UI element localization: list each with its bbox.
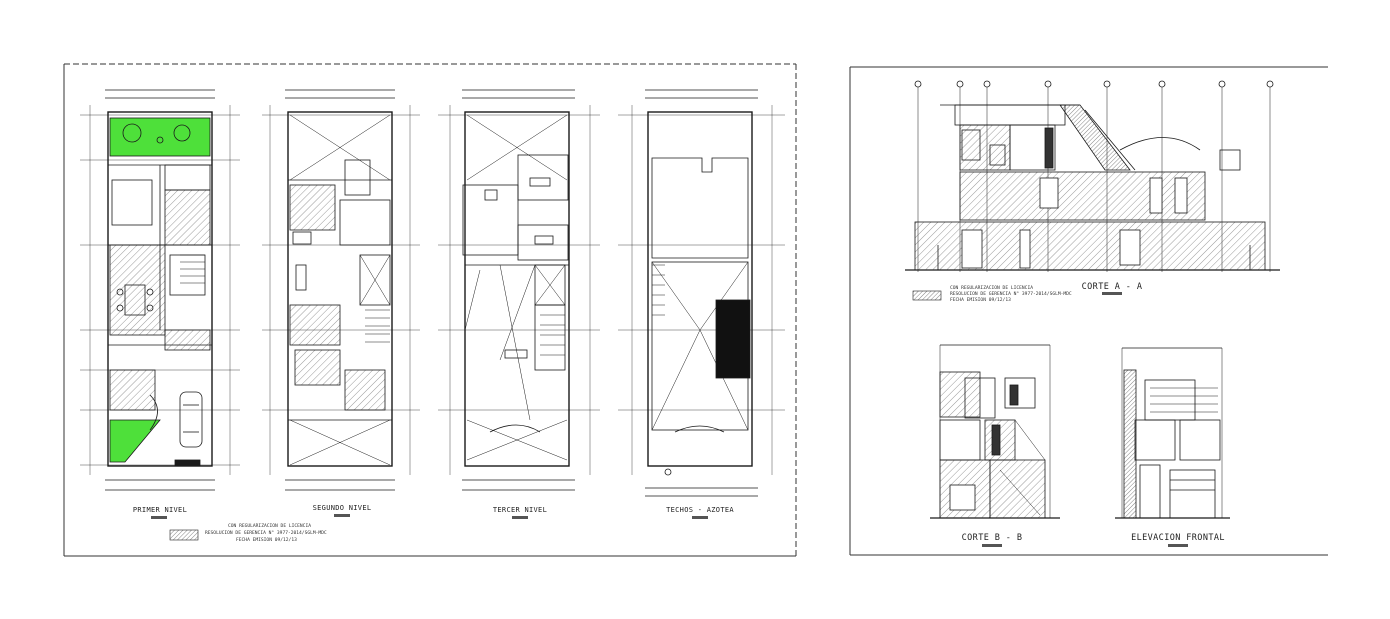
elevation-label: ELEVACION FRONTAL <box>1131 533 1225 547</box>
corte-b-label: CORTE B - B <box>962 533 1023 547</box>
note-line: RESOLUCION DE GERENCIA N° 3977-2014/SGLM… <box>950 291 1072 297</box>
note-line: RESOLUCION DE GERENCIA N° 3977-2014/SGLM… <box>205 530 327 536</box>
plan-techos-azotea <box>618 89 785 497</box>
left-sheet <box>63 63 797 557</box>
section-corte-a-a <box>905 80 1280 272</box>
section-corte-b-b <box>930 344 1060 519</box>
note-line: CON REGULARIZACION DE LICENCIA <box>950 285 1033 291</box>
section-title: ELEVACION FRONTAL <box>1131 533 1225 543</box>
license-note-left: CON REGULARIZACION DE LICENCIA RESOLUCIO… <box>169 523 327 543</box>
plan-title: SEGUNDO NIVEL <box>313 504 372 512</box>
section-title: CORTE A - A <box>1082 282 1143 292</box>
plan-tercer-nivel <box>438 89 600 491</box>
plan-title: TERCER NIVEL <box>493 506 547 514</box>
plan-labels: PRIMER NIVEL SEGUNDO NIVEL TERCER NIVEL … <box>133 504 734 519</box>
plan-primer-nivel <box>80 89 240 491</box>
corte-a-note: CON REGULARIZACION DE LICENCIA RESOLUCIO… <box>912 282 1143 303</box>
plan-title: TECHOS - AZOTEA <box>666 506 734 514</box>
section-title: CORTE B - B <box>962 533 1023 543</box>
plan-title: PRIMER NIVEL <box>133 506 187 514</box>
plan-segundo-nivel <box>262 89 420 491</box>
note-line: FECHA EMISION 09/12/13 <box>236 537 297 543</box>
right-sheet <box>849 66 1328 556</box>
note-line: FECHA EMISION 09/12/13 <box>950 297 1011 303</box>
note-line: CON REGULARIZACION DE LICENCIA <box>228 523 311 529</box>
elevation-frontal <box>1115 347 1230 519</box>
